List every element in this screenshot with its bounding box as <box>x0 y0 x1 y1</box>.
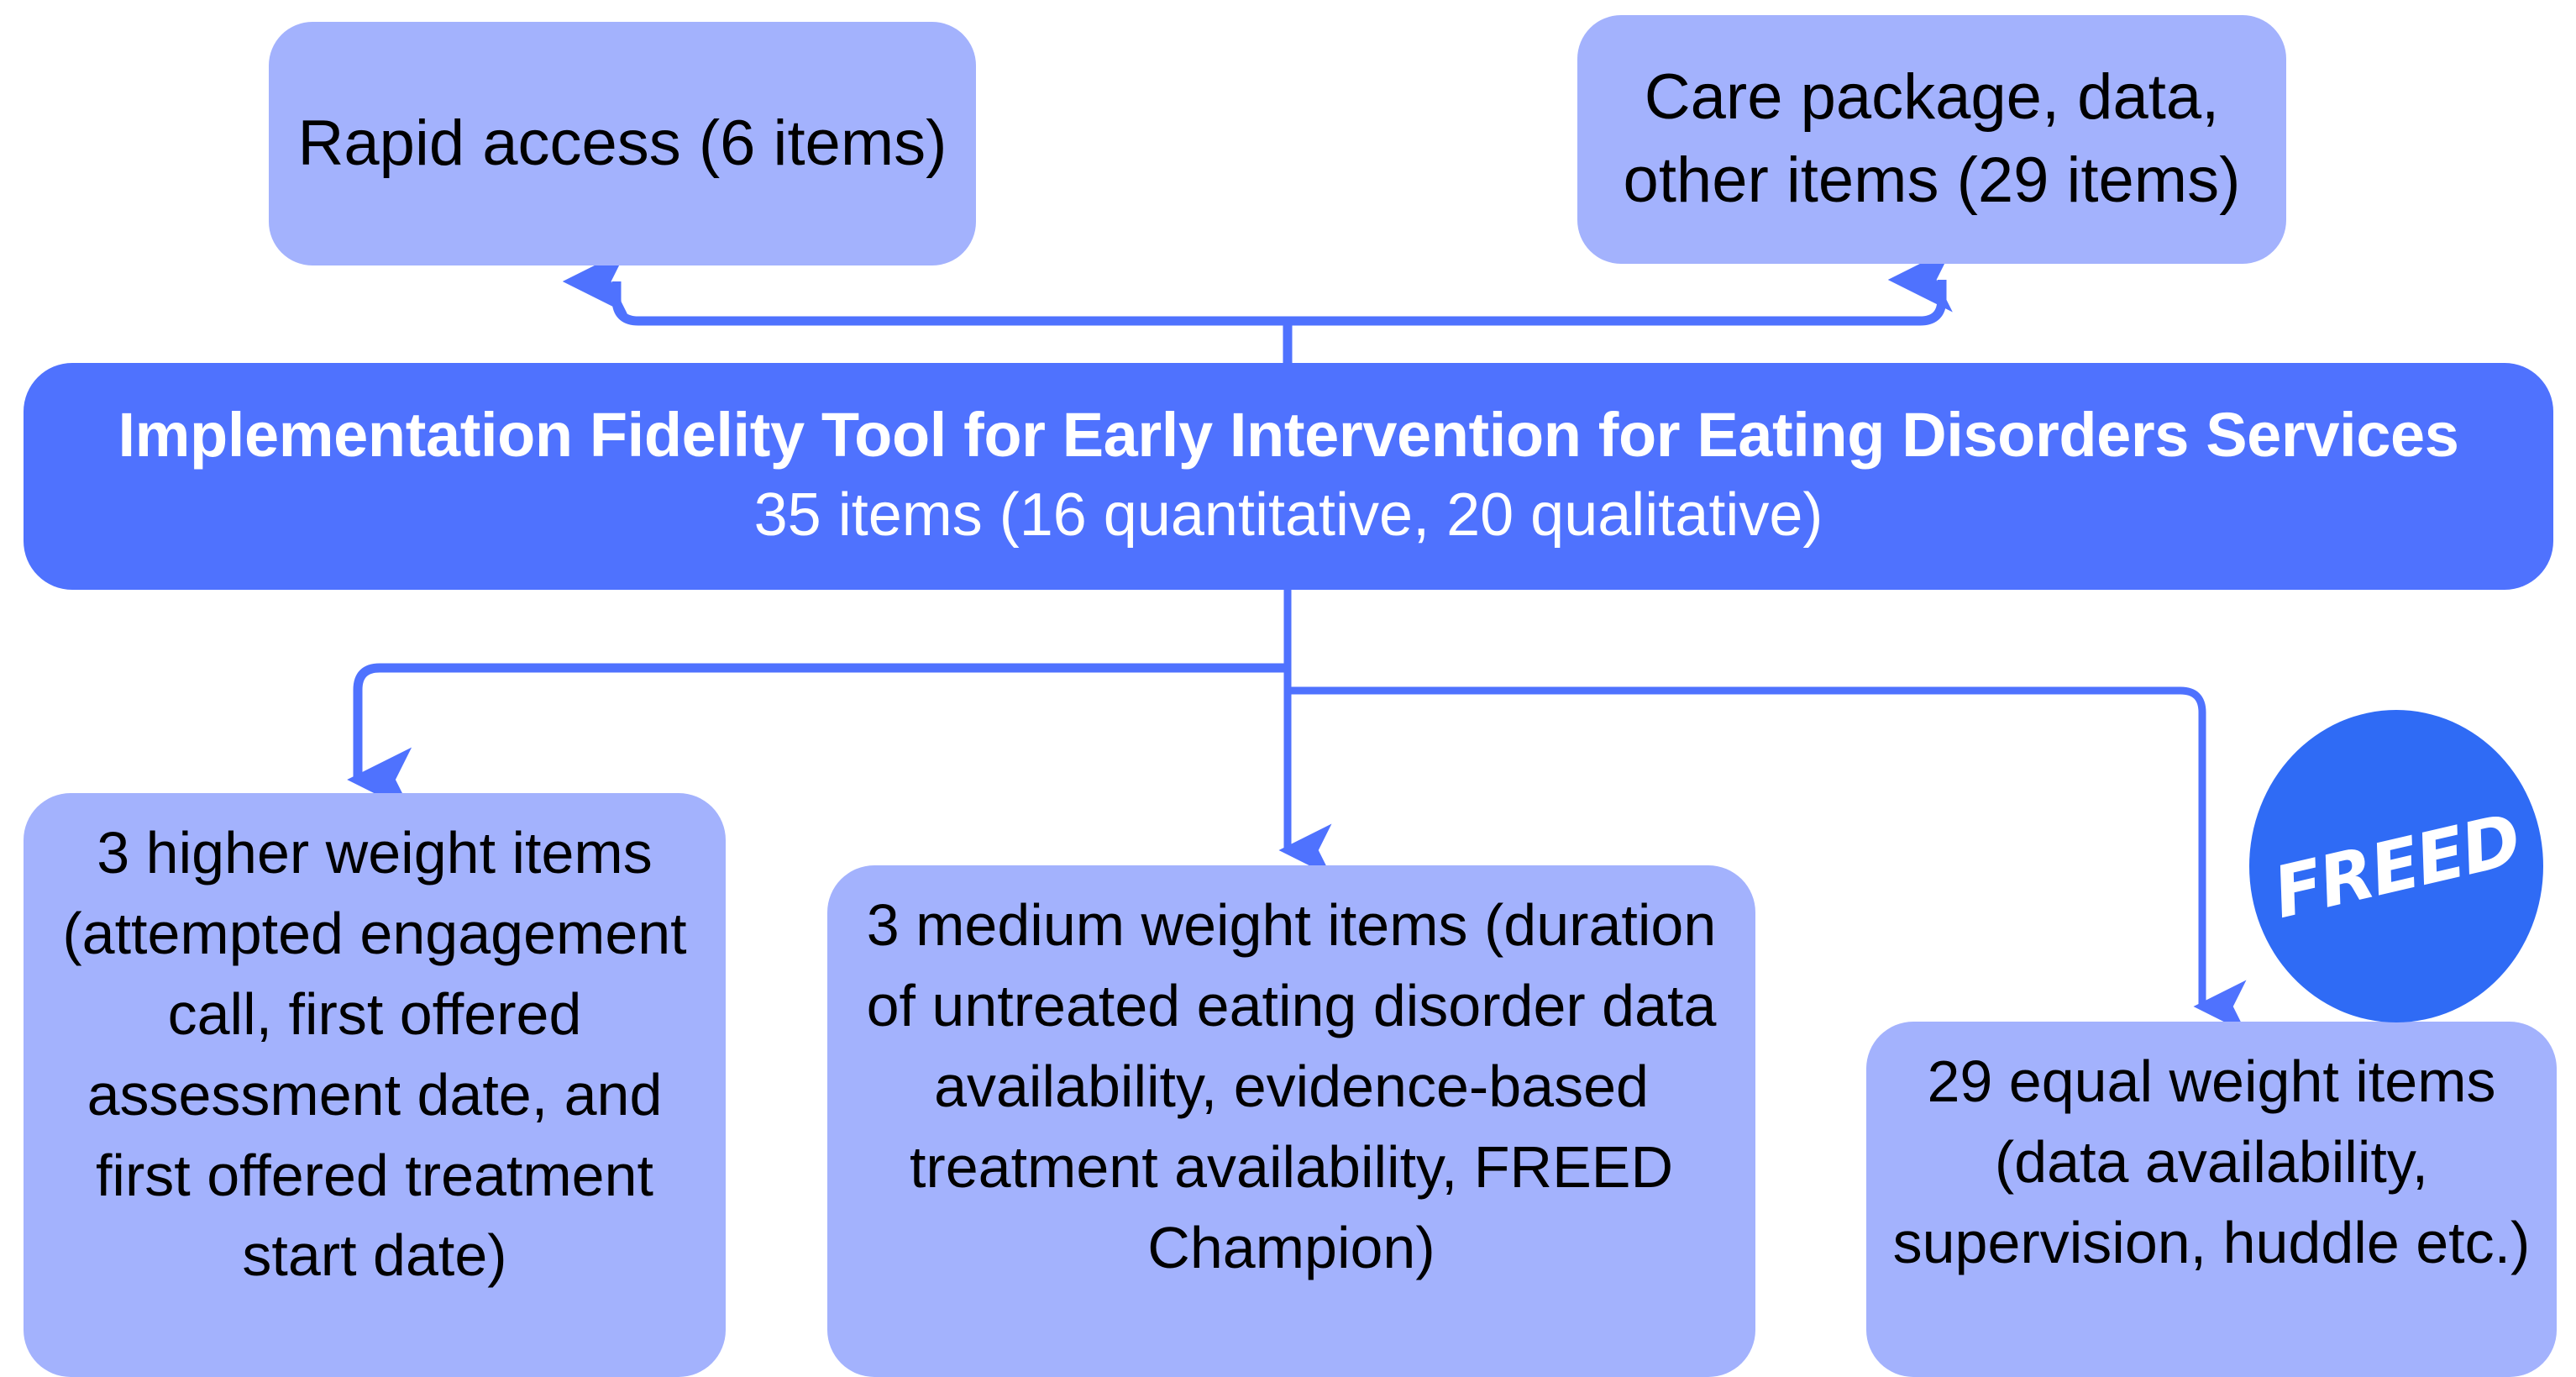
node-higher-weight-items-label: 3 higher weight items (attempted engagem… <box>62 820 687 1289</box>
freed-logo-icon: FREED <box>2249 710 2543 1022</box>
node-medium-weight-items[interactable]: 3 medium weight items (duration of untre… <box>827 865 1755 1377</box>
node-main-tool[interactable]: Implementation Fidelity Tool for Early I… <box>24 363 2553 590</box>
freed-logo-text: FREED <box>2265 797 2527 935</box>
node-care-package-label: Care package, data, other items (29 item… <box>1623 61 2241 216</box>
node-care-package[interactable]: Care package, data, other items (29 item… <box>1577 15 2286 264</box>
node-rapid-access[interactable]: Rapid access (6 items) <box>269 22 976 265</box>
node-equal-weight-items-label: 29 equal weight items (data availability… <box>1892 1049 2531 1275</box>
node-medium-weight-items-label: 3 medium weight items (duration of untre… <box>866 892 1717 1280</box>
main-tool-title: Implementation Fidelity Tool for Early I… <box>118 400 2459 470</box>
connector-to-rapid-access <box>562 249 1288 326</box>
node-higher-weight-items[interactable]: 3 higher weight items (attempted engagem… <box>24 793 726 1377</box>
node-equal-weight-items[interactable]: 29 equal weight items (data availability… <box>1866 1022 2557 1377</box>
connector-to-higher-weight <box>347 663 1288 812</box>
node-rapid-access-label: Rapid access (6 items) <box>297 107 947 179</box>
main-tool-subtitle: 35 items (16 quantitative, 20 qualitativ… <box>753 481 1823 549</box>
connector-to-care-package <box>1288 247 1953 326</box>
